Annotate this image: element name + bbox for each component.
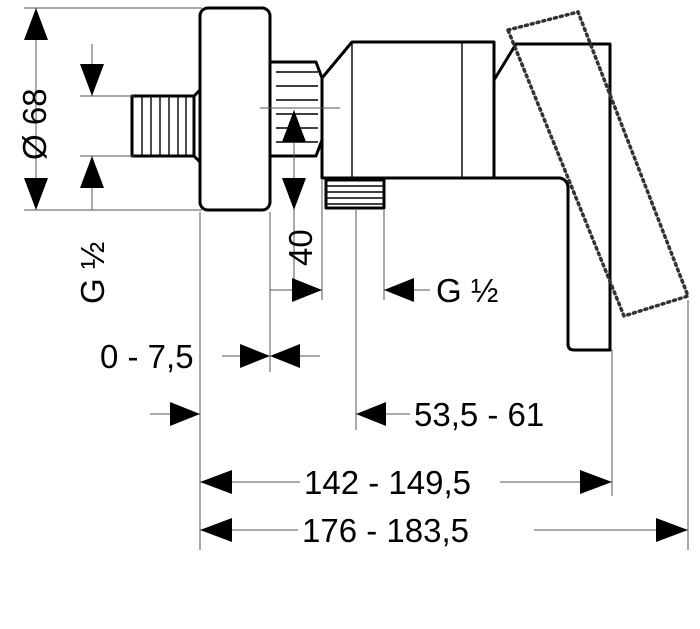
outlet-thread [324,178,386,210]
thread-right-label: G ½ [436,272,498,309]
dimension-arrows [24,8,688,542]
mixer-body [320,40,496,180]
inlet-threads [141,96,187,156]
diameter-label: Ø 68 [16,88,53,160]
lever-handle [492,42,612,352]
wall-offset-label: 0 - 7,5 [100,338,194,375]
inlet-nipple [130,94,196,158]
total-length-label: 176 - 183,5 [302,512,469,549]
depth-label: 40 [282,229,319,266]
wall-rosette [198,6,272,212]
outlet-distance-label: 53,5 - 61 [414,396,544,433]
thread-left-label: G ½ [74,242,111,304]
body-length-label: 142 - 149,5 [304,464,471,501]
mixer-outline [130,6,691,352]
lever-rotation-path [505,9,691,319]
